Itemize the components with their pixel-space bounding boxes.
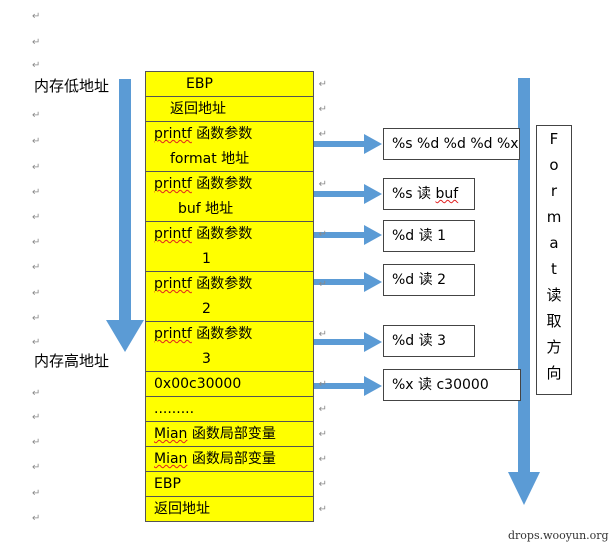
paragraph-mark: ↵	[318, 379, 327, 390]
stack-cell-text: printf 函数参数	[154, 226, 253, 242]
stack-cell: printf 函数参数 2 ↵	[145, 271, 327, 322]
paragraph-mark: ↵	[32, 60, 41, 71]
stack-cell-text: 1	[202, 251, 211, 267]
direction-char: m	[546, 208, 562, 226]
format-box-4: %d 读 2	[383, 264, 475, 296]
stack-cell-text: 0x00c30000	[154, 376, 242, 392]
paragraph-mark: ↵	[32, 11, 41, 22]
paragraph-mark: ↵	[318, 229, 327, 240]
paragraph-mark: ↵	[318, 179, 327, 190]
paragraph-mark: ↵	[318, 329, 327, 340]
stack-cell: printf 函数参数 3 ↵	[145, 321, 327, 372]
stack-cell: printf 函数参数 1 ↵	[145, 221, 327, 272]
stack-cell-text: 2	[202, 301, 211, 317]
paragraph-mark: ↵	[32, 288, 41, 299]
paragraph-mark: ↵	[32, 513, 41, 524]
stack-cell-text: printf 函数参数	[154, 176, 253, 192]
arrow-to-box-1	[312, 134, 382, 154]
paragraph-mark: ↵	[32, 237, 41, 248]
stack-cell-text: EBP	[186, 76, 213, 92]
paragraph-mark: ↵	[318, 279, 327, 290]
stack-cell: 返回地址 ↵	[145, 96, 327, 122]
paragraph-mark: ↵	[32, 162, 41, 173]
direction-char: 方	[546, 338, 562, 356]
stack-cell: printf 函数参数 format 地址 ↵	[145, 121, 327, 172]
left-down-arrow	[106, 79, 144, 352]
arrow-to-box-5	[312, 332, 382, 352]
direction-char: a	[549, 234, 559, 252]
paragraph-mark: ↵	[32, 337, 41, 348]
paragraph-mark: ↵	[32, 110, 41, 121]
paragraph-mark: ↵	[32, 262, 41, 273]
memory-high-label: 内存高地址	[34, 352, 110, 370]
stack-cell: EBP ↵	[145, 71, 327, 97]
direction-char: F	[549, 130, 559, 148]
paragraph-mark: ↵	[318, 429, 327, 440]
paragraph-mark: ↵	[32, 412, 41, 423]
stack-cell: ......... ↵	[145, 396, 327, 422]
format-box-1: %s %d %d %d %x	[383, 128, 520, 160]
direction-char: r	[550, 182, 558, 200]
direction-char: 向	[546, 364, 562, 382]
stack-cell-text: Mian 函数局部变量	[154, 451, 276, 467]
paragraph-mark: ↵	[32, 187, 41, 198]
paragraph-mark: ↵	[32, 462, 41, 473]
stack-cell: 返回地址 ↵	[145, 496, 327, 522]
stack-cell: 0x00c30000 ↵	[145, 371, 327, 397]
format-box-2: %s 读 buf	[383, 178, 475, 210]
format-box-3: %d 读 1	[383, 220, 475, 252]
memory-low-label: 内存低地址	[34, 77, 110, 95]
paragraph-mark: ↵	[318, 454, 327, 465]
format-box-6: %x 读 c30000	[383, 369, 521, 401]
stack-cell-text: Mian 函数局部变量	[154, 426, 276, 442]
right-down-arrow	[508, 78, 540, 505]
stack-cell-text: 返回地址	[154, 501, 210, 517]
stack-cell-text: .........	[154, 401, 195, 417]
stack-cell-text: buf 地址	[178, 201, 234, 217]
stack-cell-text: EBP	[154, 476, 181, 492]
horizontal-arrows	[312, 134, 382, 396]
arrow-to-box-3	[312, 225, 382, 245]
paragraph-mark: ↵	[318, 479, 327, 490]
arrow-to-box-2	[312, 184, 382, 204]
stack-cell-text: printf 函数参数	[154, 326, 253, 342]
stack-cell: Mian 函数局部变量 ↵	[145, 421, 327, 447]
direction-char: 读	[546, 286, 562, 304]
direction-char: t	[551, 260, 557, 278]
stack-cell-text: format 地址	[170, 151, 250, 167]
paragraph-mark: ↵	[32, 388, 41, 399]
format-box-5: %d 读 3	[383, 325, 475, 357]
paragraph-mark: ↵	[318, 79, 327, 90]
direction-char: o	[549, 156, 559, 174]
watermark: drops.wooyun.org	[508, 529, 609, 542]
arrow-to-box-6	[312, 376, 382, 396]
direction-char: 取	[546, 312, 562, 330]
stack-cell: printf 函数参数 buf 地址 ↵	[145, 171, 327, 222]
stack-cell: Mian 函数局部变量 ↵	[145, 446, 327, 472]
stack-cell-text: 3	[202, 351, 211, 367]
stack-cell: EBP ↵	[145, 471, 327, 497]
stack-cell-text: printf 函数参数	[154, 276, 253, 292]
stack-cell-text: 返回地址	[170, 101, 226, 117]
paragraph-mark: ↵	[32, 212, 41, 223]
paragraph-mark: ↵	[318, 129, 327, 140]
paragraph-mark: ↵	[32, 37, 41, 48]
paragraph-mark: ↵	[32, 136, 41, 147]
paragraph-mark: ↵	[32, 488, 41, 499]
paragraph-mark: ↵	[32, 313, 41, 324]
stack-cell-text: printf 函数参数	[154, 126, 253, 142]
paragraph-mark: ↵	[318, 404, 327, 415]
arrow-to-box-4	[312, 272, 382, 292]
paragraph-mark: ↵	[32, 437, 41, 448]
paragraph-mark: ↵	[318, 504, 327, 515]
paragraph-mark: ↵	[318, 104, 327, 115]
